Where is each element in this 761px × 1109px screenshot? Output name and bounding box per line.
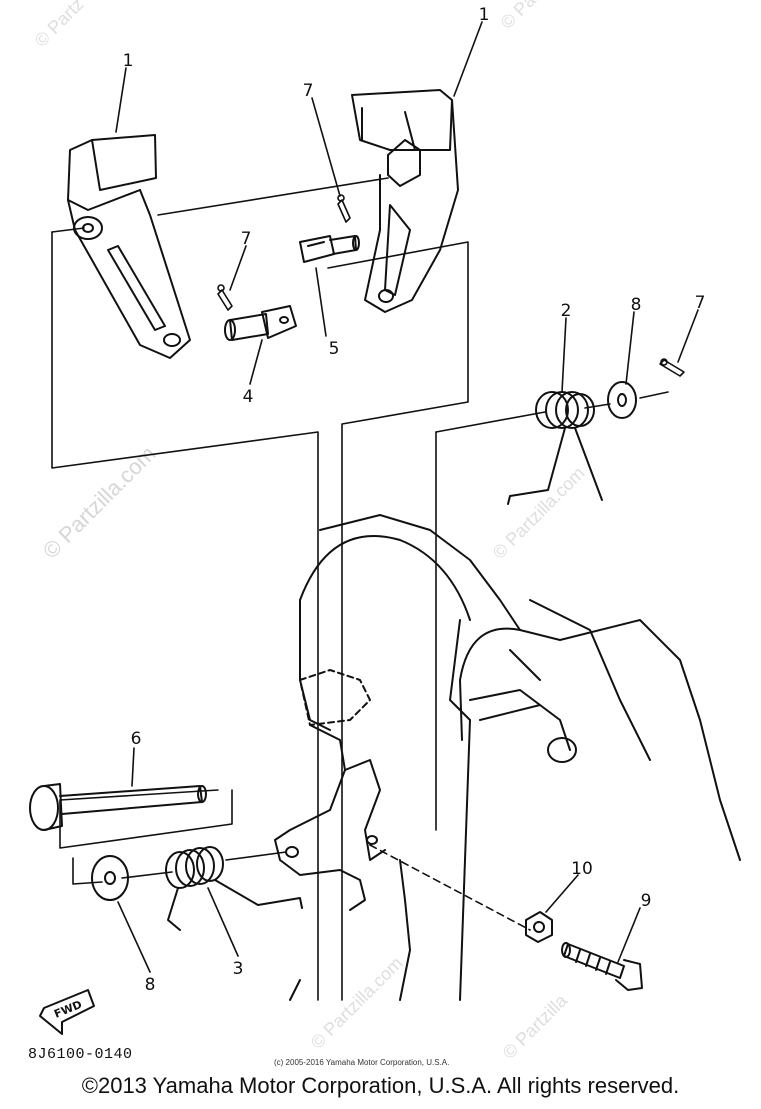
bolt-9 — [561, 942, 643, 991]
label-part-5: 5 — [329, 339, 340, 359]
cotter-pin-7c — [659, 358, 685, 377]
cotter-pin-7b — [337, 194, 351, 223]
washer-8-lower — [91, 855, 129, 901]
long-pin-6 — [29, 783, 207, 831]
fwd-label: FWD — [52, 998, 84, 1021]
watermark-bottom-right: © Partzilla — [499, 990, 572, 1063]
watermark-top-right: © Partzilla — [497, 0, 570, 33]
bracket-lever-right — [351, 89, 459, 313]
label-part-3: 3 — [233, 959, 244, 979]
label-part-1a: 1 — [123, 51, 134, 71]
label-part-10: 10 — [571, 859, 593, 879]
diagram-code: 8J6100-0140 — [28, 1046, 133, 1063]
label-part-1b: 1 — [479, 5, 490, 25]
cotter-pin-7a — [217, 284, 233, 311]
copyright: ©2013 Yamaha Motor Corporation, U.S.A. A… — [81, 1073, 680, 1098]
label-part-7b: 7 — [303, 81, 314, 101]
fwd-arrow-icon — [39, 989, 95, 1035]
washer-8-upper — [607, 381, 637, 419]
label-part-2: 2 — [561, 301, 572, 321]
watermark-mid-right: © Partzilla.com — [489, 463, 589, 563]
label-part-4: 4 — [243, 387, 254, 407]
small-copyright: (c) 2005-2016 Yamaha Motor Corporation, … — [274, 1058, 450, 1067]
label-leaders — [115, 21, 699, 973]
bracket-lever-left — [67, 134, 191, 359]
label-part-7a: 7 — [241, 229, 252, 249]
label-part-8b: 8 — [145, 975, 156, 995]
clevis-pin-4 — [224, 305, 297, 341]
swivel-bracket-body — [289, 514, 741, 1001]
watermark-bottom-mid: © Partzilla.com — [307, 953, 407, 1053]
arm-plate — [274, 669, 386, 911]
leader-lines — [51, 177, 669, 1001]
watermark-left: © Partzilla.com — [38, 441, 161, 564]
clevis-pin-5 — [299, 235, 360, 263]
label-part-9: 9 — [641, 891, 652, 911]
torsion-spring-2 — [507, 391, 603, 505]
watermark-top-left: © Partz — [31, 0, 88, 51]
label-part-7c: 7 — [695, 293, 706, 313]
nut-10 — [525, 911, 553, 943]
label-part-8a: 8 — [631, 295, 642, 315]
torsion-spring-3 — [165, 846, 303, 931]
label-part-6: 6 — [131, 729, 142, 749]
